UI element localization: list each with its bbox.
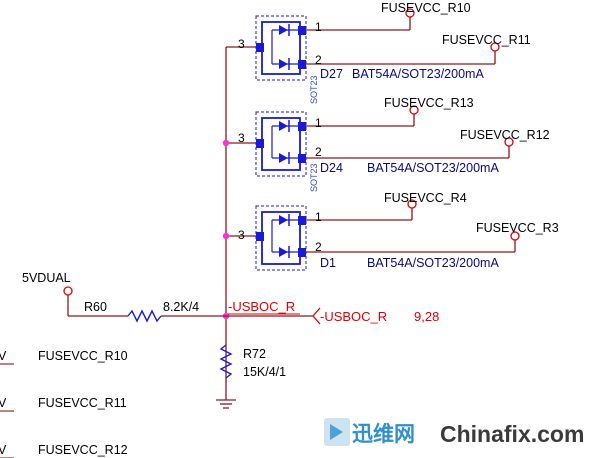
d24-power-port-r13: [409, 105, 419, 115]
d24-pin1-label: 1: [315, 116, 322, 130]
d1-pad-3: [256, 232, 264, 241]
r72-ref-label: R72: [243, 347, 266, 361]
d27-net-pin2-label: FUSEVCC_R11: [442, 33, 531, 47]
d24-net-pin2-label: FUSEVCC_R12: [460, 128, 550, 142]
d1-diode-bottom-symbol: [279, 247, 288, 257]
d24-pin3-label: 3: [238, 131, 245, 145]
d24-diode-bottom-symbol: [279, 153, 288, 163]
diode-d27: 3 1 2 FUSEVCC_R10 FUSEVCC_R11 D27 BAT54A…: [238, 1, 531, 104]
r72-value-label: 15K/4/1: [243, 365, 286, 379]
watermark-cn-text: 迅维网: [352, 422, 415, 446]
d24-ref-label: D24: [320, 161, 343, 175]
d1-power-port-r3: [510, 231, 520, 241]
d27-diode-bottom-symbol: [279, 59, 288, 69]
left-net-2-name: FUSEVCC_R12: [38, 443, 128, 457]
d24-package-label: SOT23: [309, 163, 319, 192]
r60-resistor-symbol: [127, 309, 162, 323]
d24-pad-1: [298, 122, 306, 131]
r60-value-label: 8.2K/4: [163, 300, 199, 314]
d1-net-pin1-label: FUSEVCC_R4: [384, 191, 467, 205]
usboc-net-label: -USBOC_R: [228, 299, 295, 314]
d24-pad-3: [256, 139, 264, 148]
d27-power-port-r11: [490, 42, 500, 52]
diode-d24: 3 1 2 FUSEVCC_R13 FUSEVCC_R12 D24 BAT54A…: [238, 96, 550, 192]
d1-pad-1: [298, 216, 306, 225]
d27-pin1-label: 1: [315, 20, 322, 34]
d27-pad-1: [298, 26, 306, 35]
left-net-1-name: FUSEVCC_R11: [38, 396, 127, 410]
watermark: 迅维网 Chinafix.com: [320, 412, 600, 458]
d1-power-port-r4: [407, 199, 417, 209]
d27-pin3-label: 3: [238, 37, 245, 51]
usboc-net: -USBOC_R -USBOC_R 9,28: [226, 299, 439, 325]
r60-ref-label: R60: [84, 300, 107, 314]
offpage-pages-label: 9,28: [414, 309, 439, 324]
d27-ref-label: D27: [320, 67, 343, 81]
d24-diode-top-symbol: [279, 121, 288, 131]
left-net-0-name: FUSEVCC_R10: [38, 349, 128, 363]
d27-pad-3: [256, 43, 264, 52]
offpage-net-label: -USBOC_R: [320, 309, 387, 324]
d27-pin2-label: 2: [315, 53, 322, 67]
left-net-0-fragment: V: [0, 349, 7, 363]
d24-pin2-label: 2: [315, 145, 322, 159]
offpage-connector-symbol: [312, 307, 321, 325]
left-net-list: V FUSEVCC_R10 V FUSEVCC_R11 V FUSEVCC_R1…: [0, 349, 128, 458]
watermark-en-text: Chinafix.com: [440, 421, 584, 447]
power-5vdual-port: [63, 286, 73, 296]
d24-pad-2: [298, 154, 306, 163]
r72-resistor-symbol: [219, 344, 233, 379]
d1-pin1-label: 1: [315, 210, 322, 224]
junction-dot-d24: [222, 139, 230, 147]
d27-part-label: BAT54A/SOT23/200mA: [352, 67, 484, 81]
diode-d1: 3 1 2 FUSEVCC_R4 FUSEVCC_R3 D1 BAT54A/SO…: [238, 191, 559, 271]
watermark-logo-icon: [324, 418, 350, 446]
d1-ref-label: D1: [320, 256, 336, 270]
d1-diode-top-symbol: [279, 215, 288, 225]
d27-power-port-r10: [405, 8, 415, 18]
d27-net-pin1-label: FUSEVCC_R10: [381, 1, 471, 15]
r72-ground: R72 15K/4/1: [216, 344, 286, 409]
left-net-1-fragment: V: [0, 396, 7, 410]
d1-pin3-label: 3: [238, 228, 245, 242]
d24-net-pin1-label: FUSEVCC_R13: [384, 96, 474, 110]
d1-pin2-label: 2: [315, 240, 322, 254]
junction-dot-d1: [222, 232, 230, 240]
d24-power-port-r12: [504, 137, 514, 147]
d27-diode-top-symbol: [279, 25, 288, 35]
d1-part-label: BAT54A/SOT23/200mA: [367, 256, 499, 270]
d24-part-label: BAT54A/SOT23/200mA: [367, 161, 499, 175]
power-5vdual-r60: 5VDUAL R60 8.2K/4: [22, 271, 226, 323]
d1-net-pin2-label: FUSEVCC_R3: [476, 221, 559, 235]
d27-package-label: SOT23: [309, 75, 319, 104]
left-net-2-fragment: V: [0, 443, 7, 457]
d1-pad-2: [298, 248, 306, 257]
d27-pad-2: [298, 60, 306, 69]
watermark-backdrop: [320, 412, 600, 458]
power-5vdual-label: 5VDUAL: [22, 271, 71, 285]
